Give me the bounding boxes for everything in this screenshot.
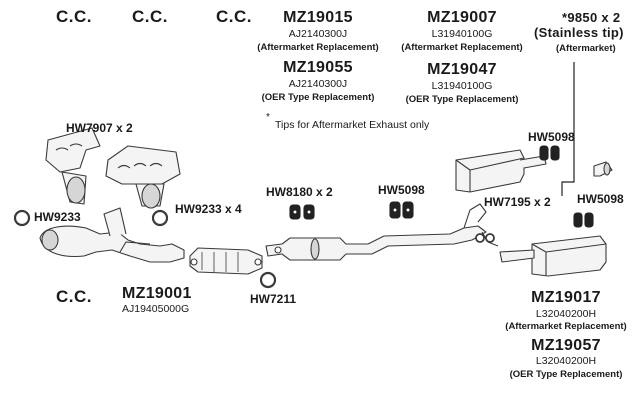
hw9233-label: HW9233 [34, 210, 81, 224]
part-type-note: (Aftermarket Replacement) [505, 321, 627, 332]
part-number-9850: *9850 x 2 [562, 10, 621, 25]
oem-number: L32040200H [535, 308, 597, 320]
part-type-note: (Aftermarket) [556, 43, 616, 54]
cc-label: C.C. [56, 287, 92, 306]
part-number-mz19047: MZ19047 [427, 61, 497, 78]
part-number-mz19015: MZ19015 [283, 9, 353, 26]
hw7195-label: HW7195 x 2 [484, 195, 551, 209]
exhaust-manifold-center [105, 145, 181, 209]
muffler-upper [455, 149, 547, 193]
exhaust-manifold-left [45, 127, 101, 205]
part-type-note: (Aftermarket Replacement) [257, 42, 379, 53]
hw7907-label: HW7907 x 2 [66, 121, 133, 135]
gasket-hw9233x4-icon [151, 209, 169, 227]
hw7211-label: HW7211 [250, 292, 297, 306]
gasket-hw7195-icon [475, 233, 495, 243]
cc-label: C.C. [132, 7, 168, 26]
hw9233x4-label: HW9233 x 4 [175, 202, 242, 216]
cc-label: C.C. [216, 7, 252, 26]
part-type-note: (OER Type Replacement) [405, 94, 519, 105]
part-type-note: (OER Type Replacement) [509, 369, 623, 380]
hw5098-right-label: HW5098 [577, 192, 624, 206]
middle-converter [189, 247, 263, 275]
resonator-pipe [265, 203, 499, 261]
hw5098-mid-label: HW5098 [378, 183, 425, 197]
oem-number: L31940100G [431, 80, 493, 92]
part-number-mz19057: MZ19057 [531, 337, 601, 354]
part-type-note: (Aftermarket Replacement) [401, 42, 523, 53]
oem-number: L32040200H [535, 355, 597, 367]
tip-leader-line [561, 62, 575, 196]
part-number-mz19017: MZ19017 [531, 289, 601, 306]
gasket-hw9233-icon [13, 209, 31, 227]
cc-label: C.C. [56, 7, 92, 26]
part-number-mz19007: MZ19007 [427, 9, 497, 26]
oem-number: L31940100G [431, 28, 493, 40]
gasket-hw7211-icon [259, 271, 277, 289]
hanger-hw5098-mid-icon [389, 201, 414, 219]
tip-description: (Stainless tip) [534, 25, 624, 40]
oem-number: AJ2140300J [288, 78, 348, 90]
oem-number: AJ2140300J [288, 28, 348, 40]
part-type-note: (OER Type Replacement) [261, 92, 375, 103]
front-converter-mz19001 [39, 207, 185, 263]
hw8180-label: HW8180 x 2 [266, 185, 333, 199]
part-number-mz19055: MZ19055 [283, 59, 353, 76]
muffler-lower [499, 235, 607, 277]
hanger-hw8180-icon [289, 204, 315, 220]
footnote-text: Tips for Aftermarket Exhaust only [275, 119, 430, 131]
footnote-star: * [266, 112, 270, 123]
hw5098-top-label: HW5098 [528, 130, 575, 144]
stainless-tip [593, 161, 613, 177]
hanger-hw5098-right-icon [573, 212, 594, 228]
hanger-hw5098-top-icon [539, 145, 560, 161]
oem-number: AJ19405000G [122, 303, 190, 315]
part-number-mz19001: MZ19001 [122, 285, 192, 302]
